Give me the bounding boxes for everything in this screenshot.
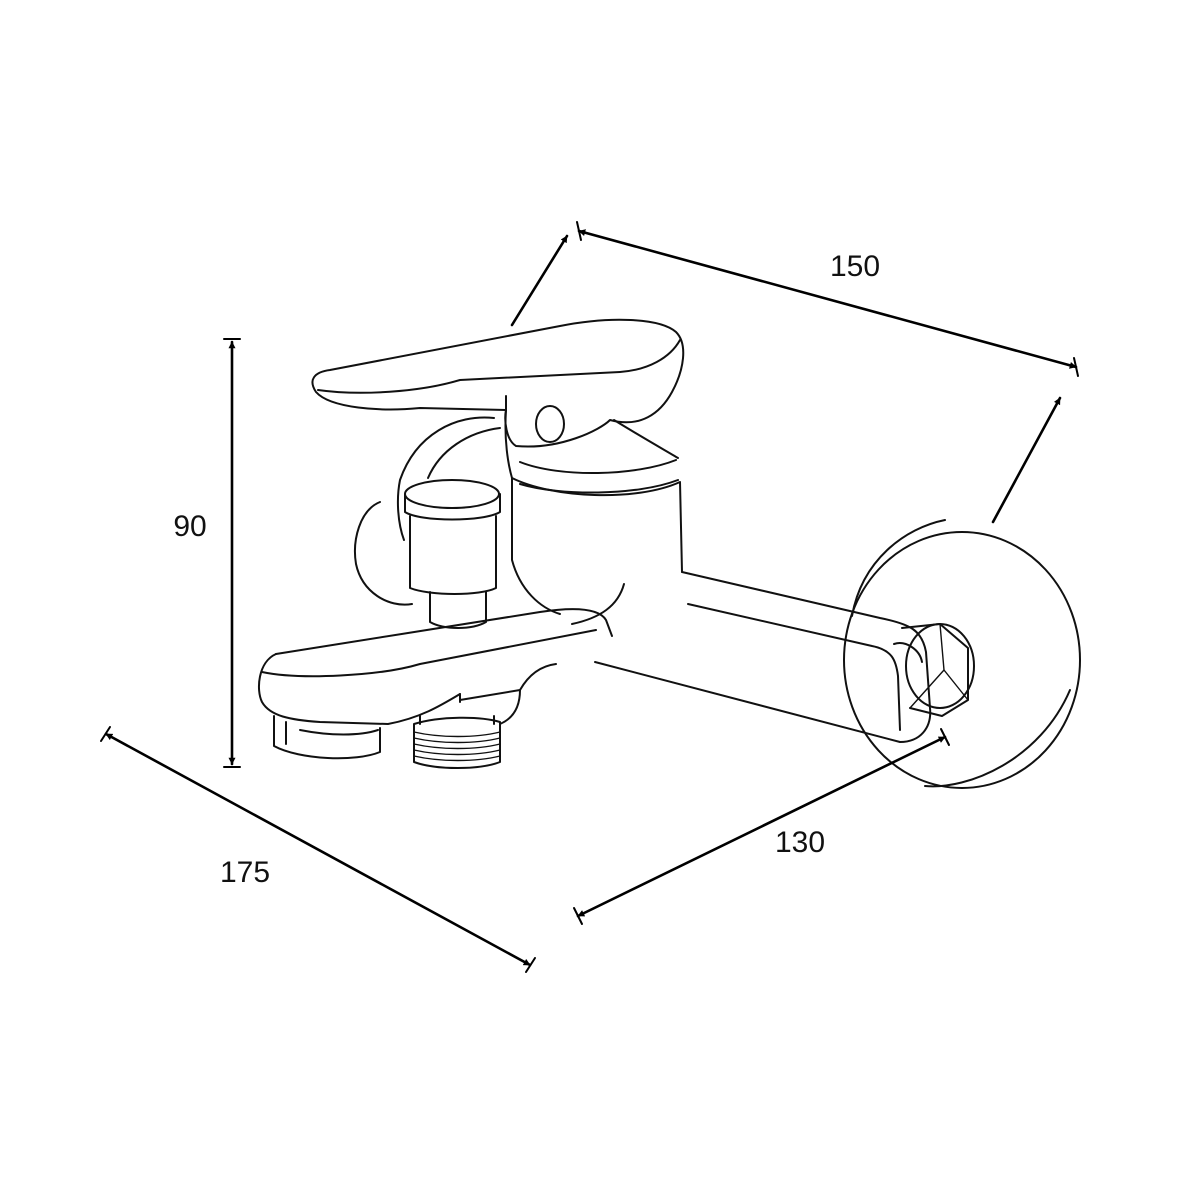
faucet-body — [504, 409, 683, 625]
spout-length-label: 130 — [775, 826, 825, 859]
connector-arm — [594, 571, 932, 743]
threaded-shower-outlet — [413, 715, 501, 769]
dimension-height: 90 — [173, 338, 241, 768]
rear-cap — [354, 416, 501, 606]
depth-label: 175 — [220, 856, 270, 889]
diverter-knob — [404, 479, 501, 629]
lever-handle — [311, 318, 685, 459]
height-label: 90 — [173, 510, 206, 543]
dimension-width: 150 — [510, 221, 1079, 524]
width-label: 150 — [830, 250, 880, 283]
bath-mixer-faucet — [258, 318, 1081, 789]
dimension-depth: 175 — [100, 726, 536, 973]
bath-spout — [258, 608, 613, 725]
wall-flange — [843, 519, 1081, 789]
dimension-spout-length: 130 — [573, 728, 950, 925]
hex-connector-nut — [901, 623, 969, 717]
